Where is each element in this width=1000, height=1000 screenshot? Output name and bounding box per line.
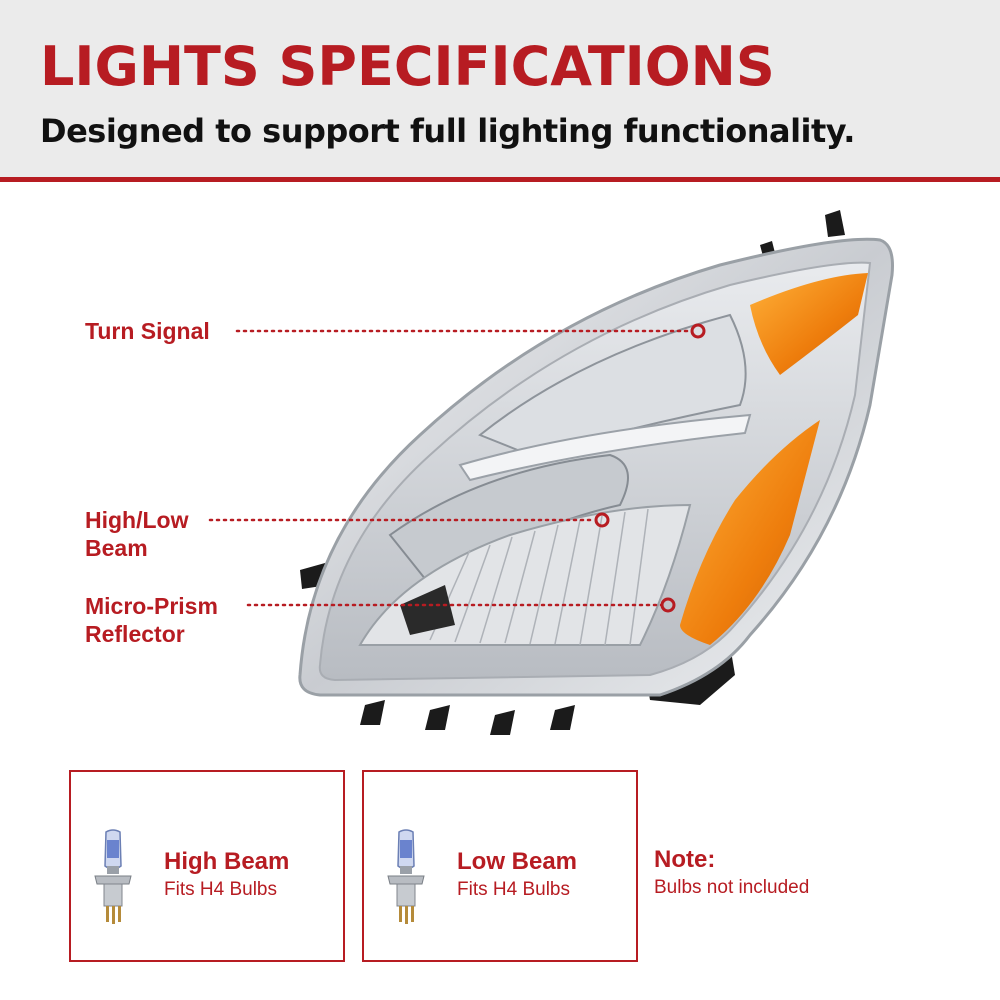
callout-micro-prism: Micro-Prism Reflector (85, 592, 218, 648)
callout-turn-signal: Turn Signal (85, 318, 210, 344)
h4-bulb-icon (387, 829, 425, 924)
headlight-image (298, 210, 894, 735)
high-beam-box: High Beam Fits H4 Bulbs (69, 770, 345, 962)
page-title: LIGHTS SPECIFICATIONS (40, 35, 775, 98)
note-text: Bulbs not included (654, 877, 810, 898)
header-banner: LIGHTS SPECIFICATIONS Designed to suppor… (0, 0, 1000, 182)
low-beam-title: Low Beam (457, 848, 578, 875)
low-beam-box: Low Beam Fits H4 Bulbs (362, 770, 638, 962)
callout-high-low-line1: High/Low (85, 507, 189, 533)
h4-bulb-icon (94, 829, 132, 924)
page-subtitle: Designed to support full lighting functi… (40, 112, 855, 150)
high-beam-fit: Fits H4 Bulbs (164, 879, 277, 900)
reflector-marker (660, 597, 676, 613)
callout-micro-prism-line2: Reflector (85, 621, 185, 647)
note-title: Note: (654, 846, 716, 873)
low-beam-fit: Fits H4 Bulbs (457, 879, 570, 900)
beam-marker (594, 512, 610, 528)
callout-high-low-beam: High/Low Beam (85, 506, 188, 562)
turn-signal-marker (690, 323, 706, 339)
callout-micro-prism-line1: Micro-Prism (85, 593, 218, 619)
high-beam-title: High Beam (164, 848, 290, 875)
callout-high-low-line2: Beam (85, 535, 148, 561)
